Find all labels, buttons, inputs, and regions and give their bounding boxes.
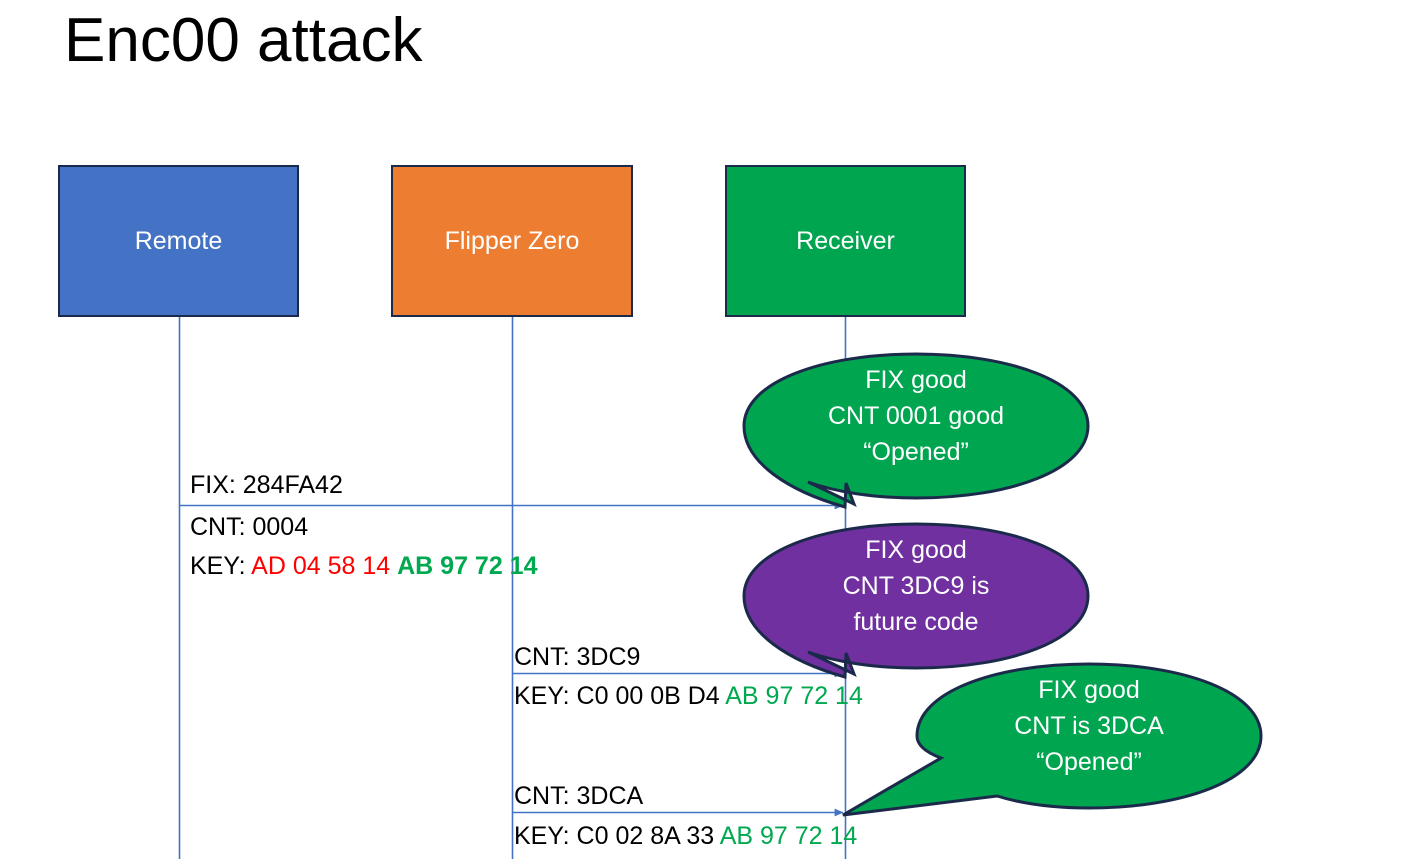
callout-bubble-1[interactable]: FIX good CNT 0001 good “Opened” — [742, 352, 1090, 509]
message-2-key-label: KEY: C0 00 0B D4 AB 97 72 14 — [514, 681, 863, 711]
message-2-key-serial: AB 97 72 14 — [725, 682, 863, 710]
actor-box-receiver[interactable]: Receiver — [725, 165, 966, 317]
actor-box-flipper[interactable]: Flipper Zero — [391, 165, 633, 317]
message-2-key-prefix: KEY: C0 00 0B D4 — [514, 682, 726, 710]
callout-bubble-2[interactable]: FIX good CNT 3DC9 is future code — [742, 522, 1090, 679]
page-title: Enc00 attack — [64, 6, 423, 75]
message-1-cnt-label: CNT: 0004 — [190, 513, 309, 541]
actor-box-remote[interactable]: Remote — [58, 165, 299, 317]
message-1-key-prefix: KEY: — [190, 552, 252, 580]
callout-bubble-3[interactable]: FIX good CNT is 3DCA “Opened” — [842, 662, 1263, 817]
message-1-key-encrypted: AD 04 58 14 — [251, 552, 391, 580]
message-1-key-label: KEY: AD 04 58 14 AB 97 72 14 — [190, 551, 538, 581]
message-3-cnt-label: CNT: 3DCA — [514, 782, 644, 810]
message-2-cnt-label: CNT: 3DC9 — [514, 643, 641, 671]
actor-label-flipper: Flipper Zero — [444, 227, 580, 255]
message-1-key-serial: AB 97 72 14 — [397, 552, 538, 580]
callout-2-shape — [742, 522, 1090, 679]
message-3-key-prefix: KEY: C0 02 8A 33 — [514, 822, 720, 850]
actor-label-receiver: Receiver — [796, 227, 895, 255]
actor-label-remote: Remote — [134, 227, 223, 255]
message-1-fix-label: FIX: 284FA42 — [190, 471, 343, 499]
message-3-key-label: KEY: C0 02 8A 33 AB 97 72 14 — [514, 821, 857, 851]
callout-3-shape — [842, 662, 1263, 817]
callout-1-shape — [742, 352, 1090, 509]
message-3-key-serial: AB 97 72 14 — [719, 822, 858, 850]
